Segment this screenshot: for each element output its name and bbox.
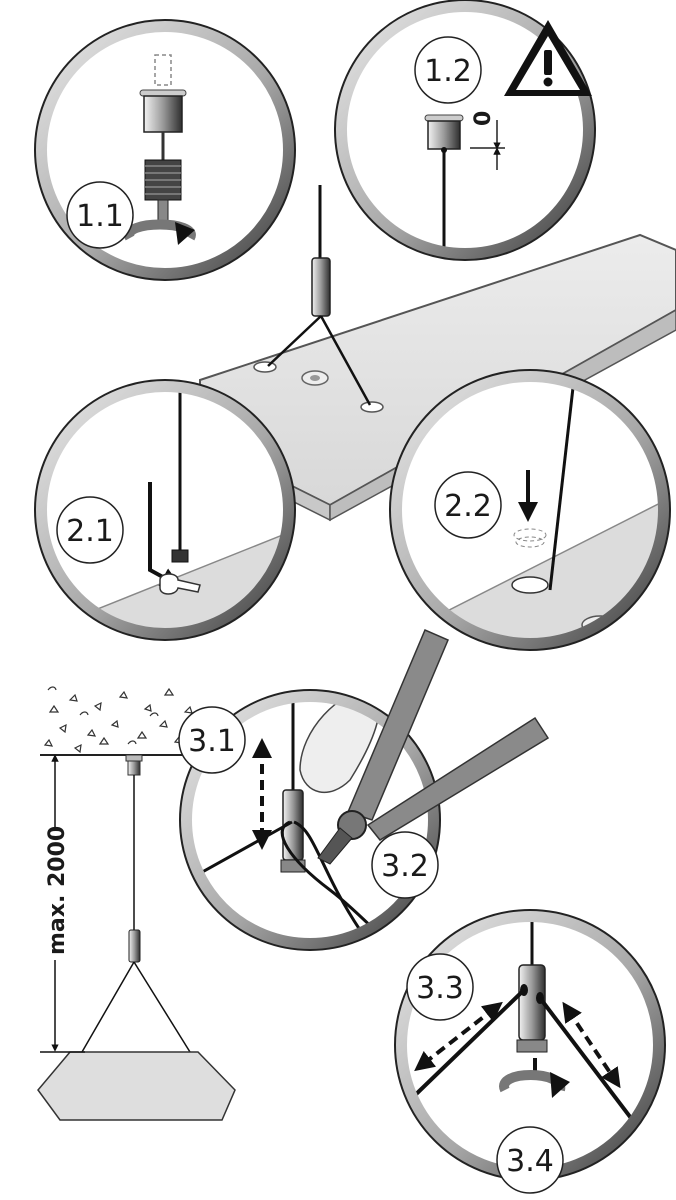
rotate-arrow-icon <box>499 1070 570 1098</box>
step-badge-2-2: 2.2 <box>434 471 502 539</box>
detail-circle-2-2 <box>389 369 671 651</box>
svg-text:3.4: 3.4 <box>506 1144 554 1179</box>
svg-text:3.3: 3.3 <box>416 971 464 1006</box>
detail-circle-1-1 <box>34 19 296 281</box>
max-length-dimension-label: max. 2000 <box>45 826 70 955</box>
ceiling-suspension: max. 2000 <box>37 686 236 1121</box>
step-badge-3-3: 3.3 <box>406 953 474 1021</box>
svg-text:2.2: 2.2 <box>444 489 492 524</box>
svg-text:1.1: 1.1 <box>76 199 124 234</box>
step-badge-3-1: 3.1 <box>178 706 246 774</box>
step-badge-1-1: 1.1 <box>66 181 134 249</box>
step-badge-3-4: 3.4 <box>496 1126 564 1194</box>
svg-text:2.1: 2.1 <box>66 514 114 549</box>
svg-text:3.2: 3.2 <box>381 849 429 884</box>
svg-text:1.2: 1.2 <box>424 54 472 89</box>
rotate-arrow-icon <box>124 219 196 245</box>
svg-text:3.1: 3.1 <box>188 724 236 759</box>
step-badge-1-2: 1.2 <box>414 36 482 104</box>
step-badge-2-1: 2.1 <box>56 496 124 564</box>
warning-triangle-icon <box>504 20 592 96</box>
gap-dimension-label: 0 <box>471 111 496 126</box>
cutting-pliers <box>317 629 550 865</box>
step-badge-3-2: 3.2 <box>371 831 439 899</box>
